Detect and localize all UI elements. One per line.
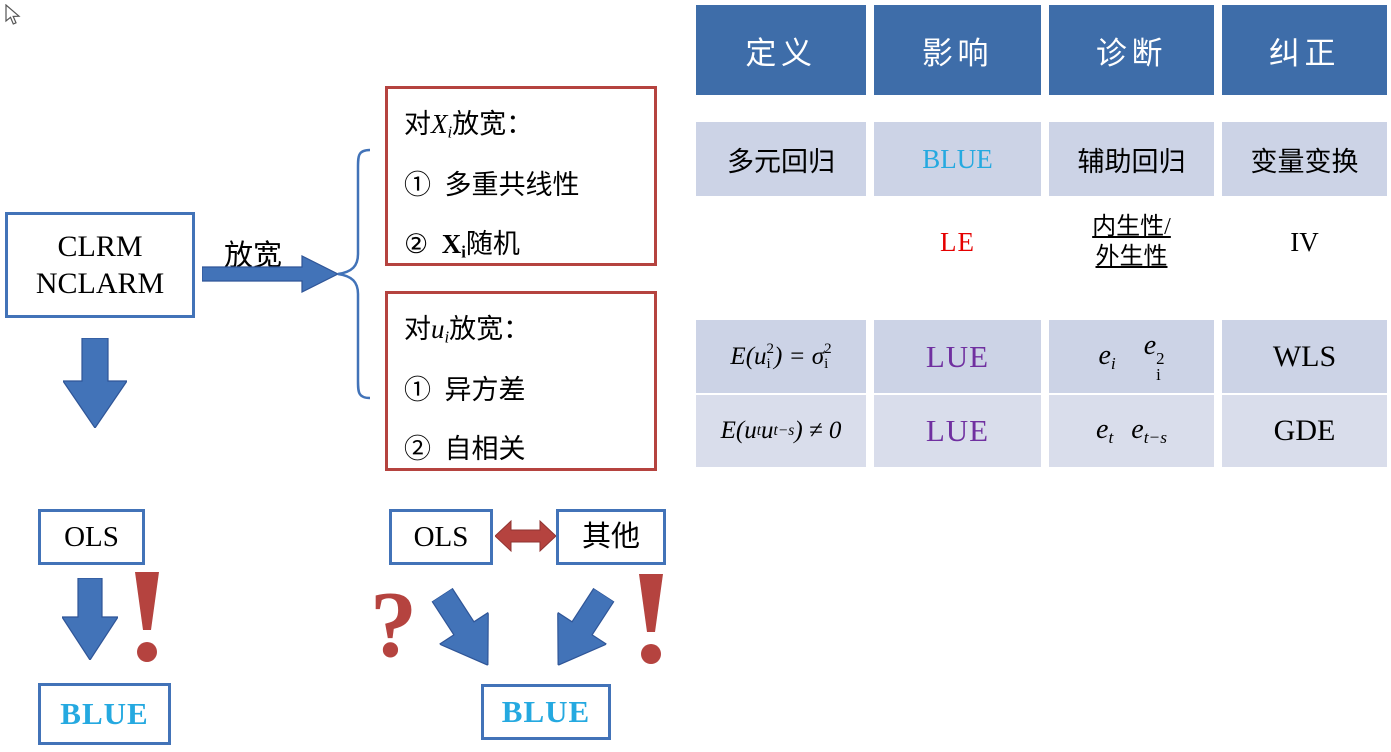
cell-r3-effect: LUE	[874, 320, 1041, 393]
cell-r2-diagnosis: 内生性/ 外生性	[1049, 196, 1214, 288]
cell-r4-fix: GDE	[1222, 395, 1387, 467]
exclamation-icon-left	[135, 572, 159, 662]
x-relax-title: 对Xi放宽：	[404, 109, 534, 142]
relax-right-arrow-icon	[202, 255, 338, 293]
ols-mid-box: OLS	[389, 509, 493, 565]
header-cell-diagnosis: 诊断	[1049, 5, 1214, 95]
cell-r4-diagnosis: et et−s	[1049, 395, 1214, 467]
table-row: 多元回归 BLUE 辅助回归 变量变换	[696, 122, 1387, 196]
table-header-row: 定义 影响 诊断 纠正	[696, 5, 1387, 95]
u-relax-box: 对ui放宽： ① 异方差 ② 自相关	[385, 291, 657, 471]
slant-arrow-right-icon	[557, 587, 615, 667]
double-arrow-icon	[495, 519, 556, 553]
question-mark: ?	[370, 573, 417, 677]
summary-table: 定义 影响 诊断 纠正 多元回归 BLUE 辅助回归 变量变换 LE 内生性/ …	[696, 5, 1387, 467]
cell-r4-effect: LUE	[874, 395, 1041, 467]
blue-mid-box: BLUE	[481, 684, 611, 740]
x-relax-box: 对Xi放宽： ① 多重共线性 ② Xi随机	[385, 86, 657, 266]
u-relax-title: 对ui放宽：	[404, 314, 531, 347]
ols-left-box: OLS	[38, 509, 145, 565]
cell-r1-fix: 变量变换	[1222, 122, 1387, 196]
table-row: LE 内生性/ 外生性 IV	[696, 196, 1387, 288]
slant-arrow-left-icon	[431, 587, 489, 667]
cell-r2-effect: LE	[874, 196, 1041, 288]
cell-r1-effect: BLUE	[874, 122, 1041, 196]
clrm-line: CLRM	[57, 229, 143, 263]
ols-left-down-arrow-icon	[62, 578, 118, 660]
clrm-down-arrow-icon	[63, 338, 127, 428]
cell-r2-definition	[696, 196, 866, 288]
clrm-nclrm-box: CLRM NCLARM	[5, 212, 195, 318]
cell-r3-fix: WLS	[1222, 320, 1387, 393]
cell-r1-definition: 多元回归	[696, 122, 866, 196]
header-cell-definition: 定义	[696, 5, 866, 95]
split-brace-icon	[337, 148, 371, 400]
blue-left-box: BLUE	[38, 683, 171, 745]
header-cell-effect: 影响	[874, 5, 1041, 95]
u-relax-item-2: ② 自相关	[404, 433, 526, 464]
cell-r2-fix: IV	[1222, 196, 1387, 288]
x-relax-item-2: ② Xi随机	[404, 228, 520, 262]
x-relax-item-1: ① 多重共线性	[404, 169, 580, 200]
mouse-cursor-icon	[5, 4, 21, 25]
header-cell-fix: 纠正	[1222, 5, 1387, 95]
u-relax-item-1: ① 异方差	[404, 374, 526, 405]
exclamation-icon-mid	[639, 574, 663, 664]
cell-r1-diagnosis: 辅助回归	[1049, 122, 1214, 196]
nclrm-line: NCLARM	[35, 267, 165, 300]
other-box: 其他	[556, 509, 666, 565]
